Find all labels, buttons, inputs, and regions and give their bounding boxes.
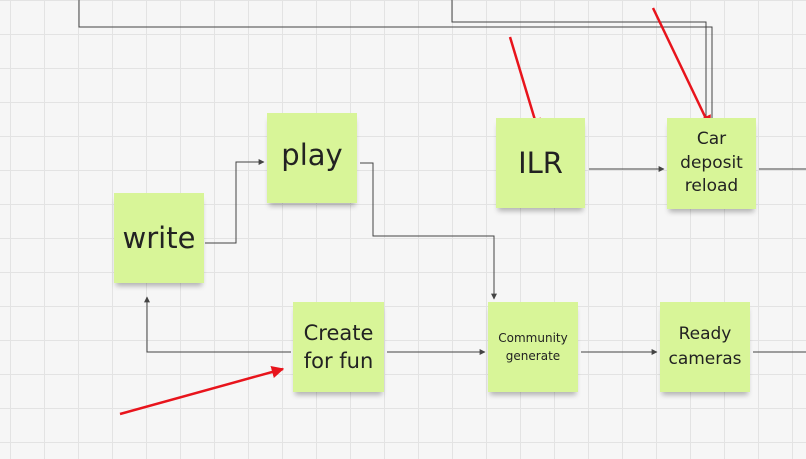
connector-top-mid-to-car[interactable] <box>451 0 707 120</box>
connector-top-left-to-car[interactable] <box>78 0 713 120</box>
sticky-note-ready-cameras[interactable]: Ready cameras <box>660 302 750 392</box>
sticky-note-text: ILR <box>518 145 563 180</box>
sticky-note-create-for-fun[interactable]: Create for fun <box>293 302 384 392</box>
sticky-note-community-generate[interactable]: Community generate <box>488 302 578 392</box>
sticky-note-ilr[interactable]: ILR <box>496 118 585 208</box>
sticky-note-text: Community generate <box>498 331 568 363</box>
connector-write-to-play[interactable] <box>205 159 265 244</box>
connector-create-to-write[interactable] <box>144 296 291 353</box>
annotation-arrow-car[interactable] <box>651 7 712 129</box>
sticky-note-text: play <box>281 137 343 172</box>
sticky-note-car-deposit-reload[interactable]: Car deposit reload <box>667 118 756 209</box>
sticky-note-write[interactable]: write <box>114 193 204 283</box>
connector-play-to-community[interactable] <box>360 162 497 300</box>
sticky-note-text: Ready cameras <box>668 324 742 369</box>
sticky-note-text: Car deposit reload <box>680 128 743 197</box>
sticky-note-play[interactable]: play <box>267 113 357 203</box>
sticky-note-text: Create for fun <box>303 320 374 373</box>
annotation-arrow-ilr[interactable] <box>508 36 541 132</box>
sticky-note-text: write <box>122 220 196 255</box>
annotation-arrow-create[interactable] <box>119 365 285 416</box>
